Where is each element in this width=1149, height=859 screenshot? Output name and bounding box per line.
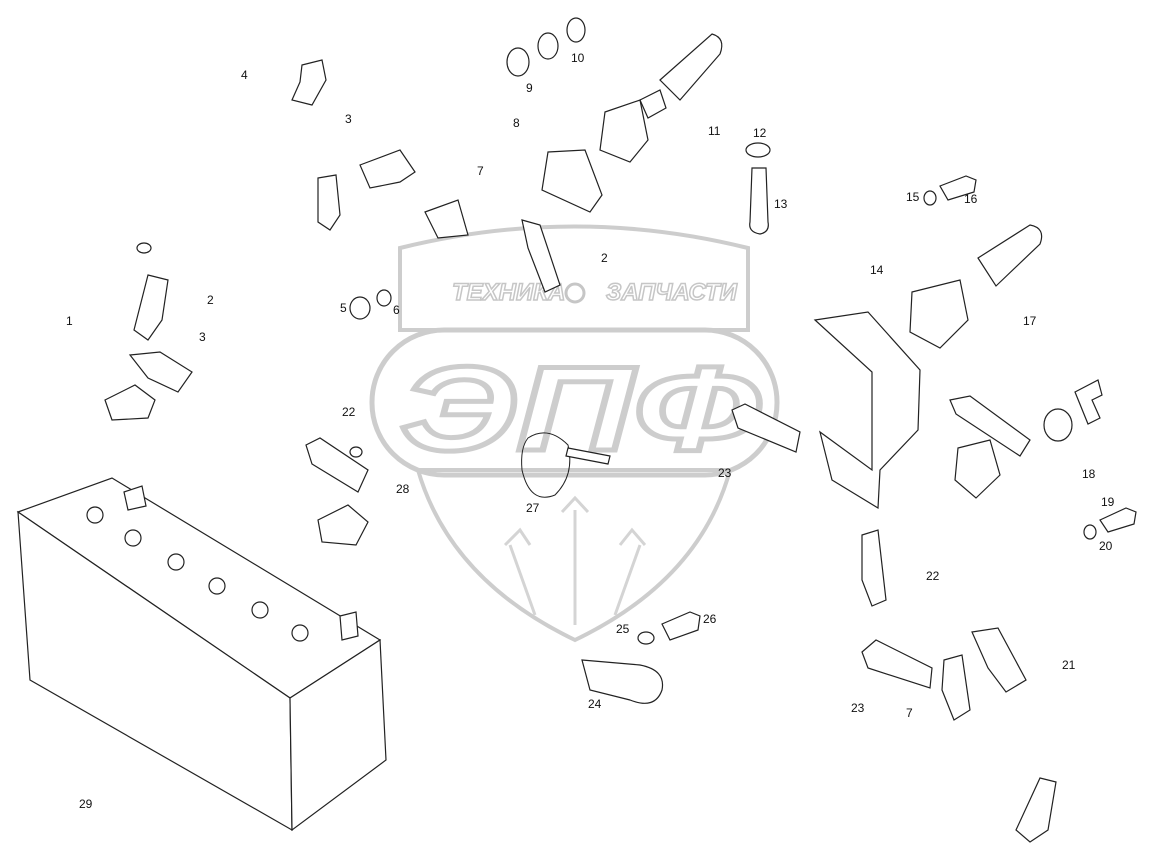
switch-knob-11 bbox=[659, 33, 723, 101]
terminal-22-right bbox=[861, 529, 887, 607]
key-18 bbox=[1074, 379, 1103, 425]
callout-22: 22 bbox=[342, 405, 356, 419]
terminal-2-left bbox=[133, 274, 169, 341]
bracket-14 bbox=[813, 311, 921, 510]
terminal-2-mid bbox=[521, 219, 561, 293]
terminal-21 bbox=[971, 627, 1027, 693]
callout-23: 23 bbox=[718, 466, 732, 480]
shaft-18 bbox=[949, 395, 1031, 457]
callout-24: 24 bbox=[588, 697, 602, 711]
battery-terminal-left bbox=[123, 485, 147, 511]
callout-17: 17 bbox=[1023, 314, 1037, 328]
callout-20: 20 bbox=[1099, 539, 1113, 553]
watermark-wheat bbox=[503, 495, 647, 625]
callout-7: 7 bbox=[477, 164, 484, 178]
washer-10a bbox=[537, 32, 559, 60]
terminal-7-lower bbox=[941, 654, 971, 721]
washer-15 bbox=[923, 190, 937, 206]
clamp-1-left bbox=[104, 384, 156, 421]
callout-4: 4 bbox=[241, 68, 248, 82]
terminal-23-upper bbox=[731, 403, 801, 453]
clamp-28 bbox=[317, 504, 369, 546]
callout-1: 1 bbox=[66, 314, 73, 328]
callout-13: 13 bbox=[774, 197, 788, 211]
callout-8: 8 bbox=[513, 116, 520, 130]
clamp-24 bbox=[581, 659, 664, 704]
washer-5 bbox=[349, 296, 371, 320]
washer-9 bbox=[506, 47, 530, 77]
cable-tie-27 bbox=[521, 432, 571, 498]
callout-3: 3 bbox=[345, 112, 352, 126]
connector-3-upper bbox=[359, 149, 416, 189]
watermark-shield-bottom bbox=[415, 468, 733, 643]
watermark-band bbox=[369, 327, 780, 478]
callout-21: 21 bbox=[1062, 658, 1076, 672]
callout-7: 7 bbox=[906, 706, 913, 720]
callout-29: 29 bbox=[79, 797, 93, 811]
bolt-26 bbox=[661, 611, 701, 641]
battery-caps bbox=[86, 506, 309, 642]
nut-22-left bbox=[349, 446, 363, 458]
washer-20 bbox=[1083, 524, 1097, 540]
callout-2: 2 bbox=[601, 251, 608, 265]
callout-26: 26 bbox=[703, 612, 717, 626]
callout-16: 16 bbox=[964, 192, 978, 206]
terminal-23-lower bbox=[861, 639, 933, 689]
callout-6: 6 bbox=[393, 303, 400, 317]
watermark-top-right: ЗАПЧАСТИ bbox=[606, 279, 738, 306]
callout-12: 12 bbox=[753, 126, 767, 140]
callout-22: 22 bbox=[926, 569, 940, 583]
callout-10: 10 bbox=[571, 51, 585, 65]
callout-14: 14 bbox=[870, 263, 884, 277]
switch-body-11 bbox=[599, 99, 649, 163]
bolt-13 bbox=[749, 167, 769, 235]
callout-19: 19 bbox=[1101, 495, 1115, 509]
terminal-bottom-right bbox=[1015, 777, 1057, 843]
callout-15: 15 bbox=[906, 190, 920, 204]
nut-top-left bbox=[136, 242, 152, 254]
bracket-8 bbox=[541, 149, 603, 213]
callout-9: 9 bbox=[526, 81, 533, 95]
callout-23: 23 bbox=[851, 701, 865, 715]
bolt-16 bbox=[939, 175, 977, 201]
callout-labels: 4 3 9 10 8 11 12 13 7 15 16 2 14 2 1 3 5… bbox=[66, 51, 1115, 811]
connector-7-upper bbox=[424, 199, 469, 239]
terminal-upper-left bbox=[317, 174, 341, 231]
callout-5: 5 bbox=[340, 301, 347, 315]
callout-18: 18 bbox=[1082, 467, 1096, 481]
washer-6 bbox=[376, 289, 392, 307]
battery-terminal-right bbox=[339, 611, 359, 641]
switch-body-17 bbox=[909, 279, 969, 349]
cable-tie-27-tail bbox=[565, 447, 611, 465]
bolt-19 bbox=[1099, 507, 1137, 533]
washer-10b bbox=[566, 17, 586, 43]
parts bbox=[104, 17, 1137, 843]
terminal-4 bbox=[291, 59, 327, 106]
washer-25 bbox=[637, 631, 655, 645]
battery-29 bbox=[16, 477, 387, 832]
callout-28: 28 bbox=[396, 482, 410, 496]
callout-11: 11 bbox=[708, 124, 721, 138]
flange-18 bbox=[954, 439, 1001, 499]
callout-27: 27 bbox=[526, 501, 540, 515]
nut-12 bbox=[745, 142, 771, 158]
watermark: ТЕХНИКА ЗАПЧАСТИ ЭПФ bbox=[369, 224, 780, 643]
callout-2: 2 bbox=[207, 293, 214, 307]
callout-3: 3 bbox=[199, 330, 206, 344]
callout-25: 25 bbox=[616, 622, 630, 636]
switch-knob-17 bbox=[977, 224, 1043, 287]
terminal-22-left bbox=[305, 437, 369, 493]
gear-icon bbox=[564, 282, 586, 304]
bushing-18 bbox=[1043, 408, 1073, 442]
clamp-3-left bbox=[128, 351, 193, 393]
switch-stem-11 bbox=[639, 89, 667, 119]
battery-side bbox=[289, 638, 387, 832]
